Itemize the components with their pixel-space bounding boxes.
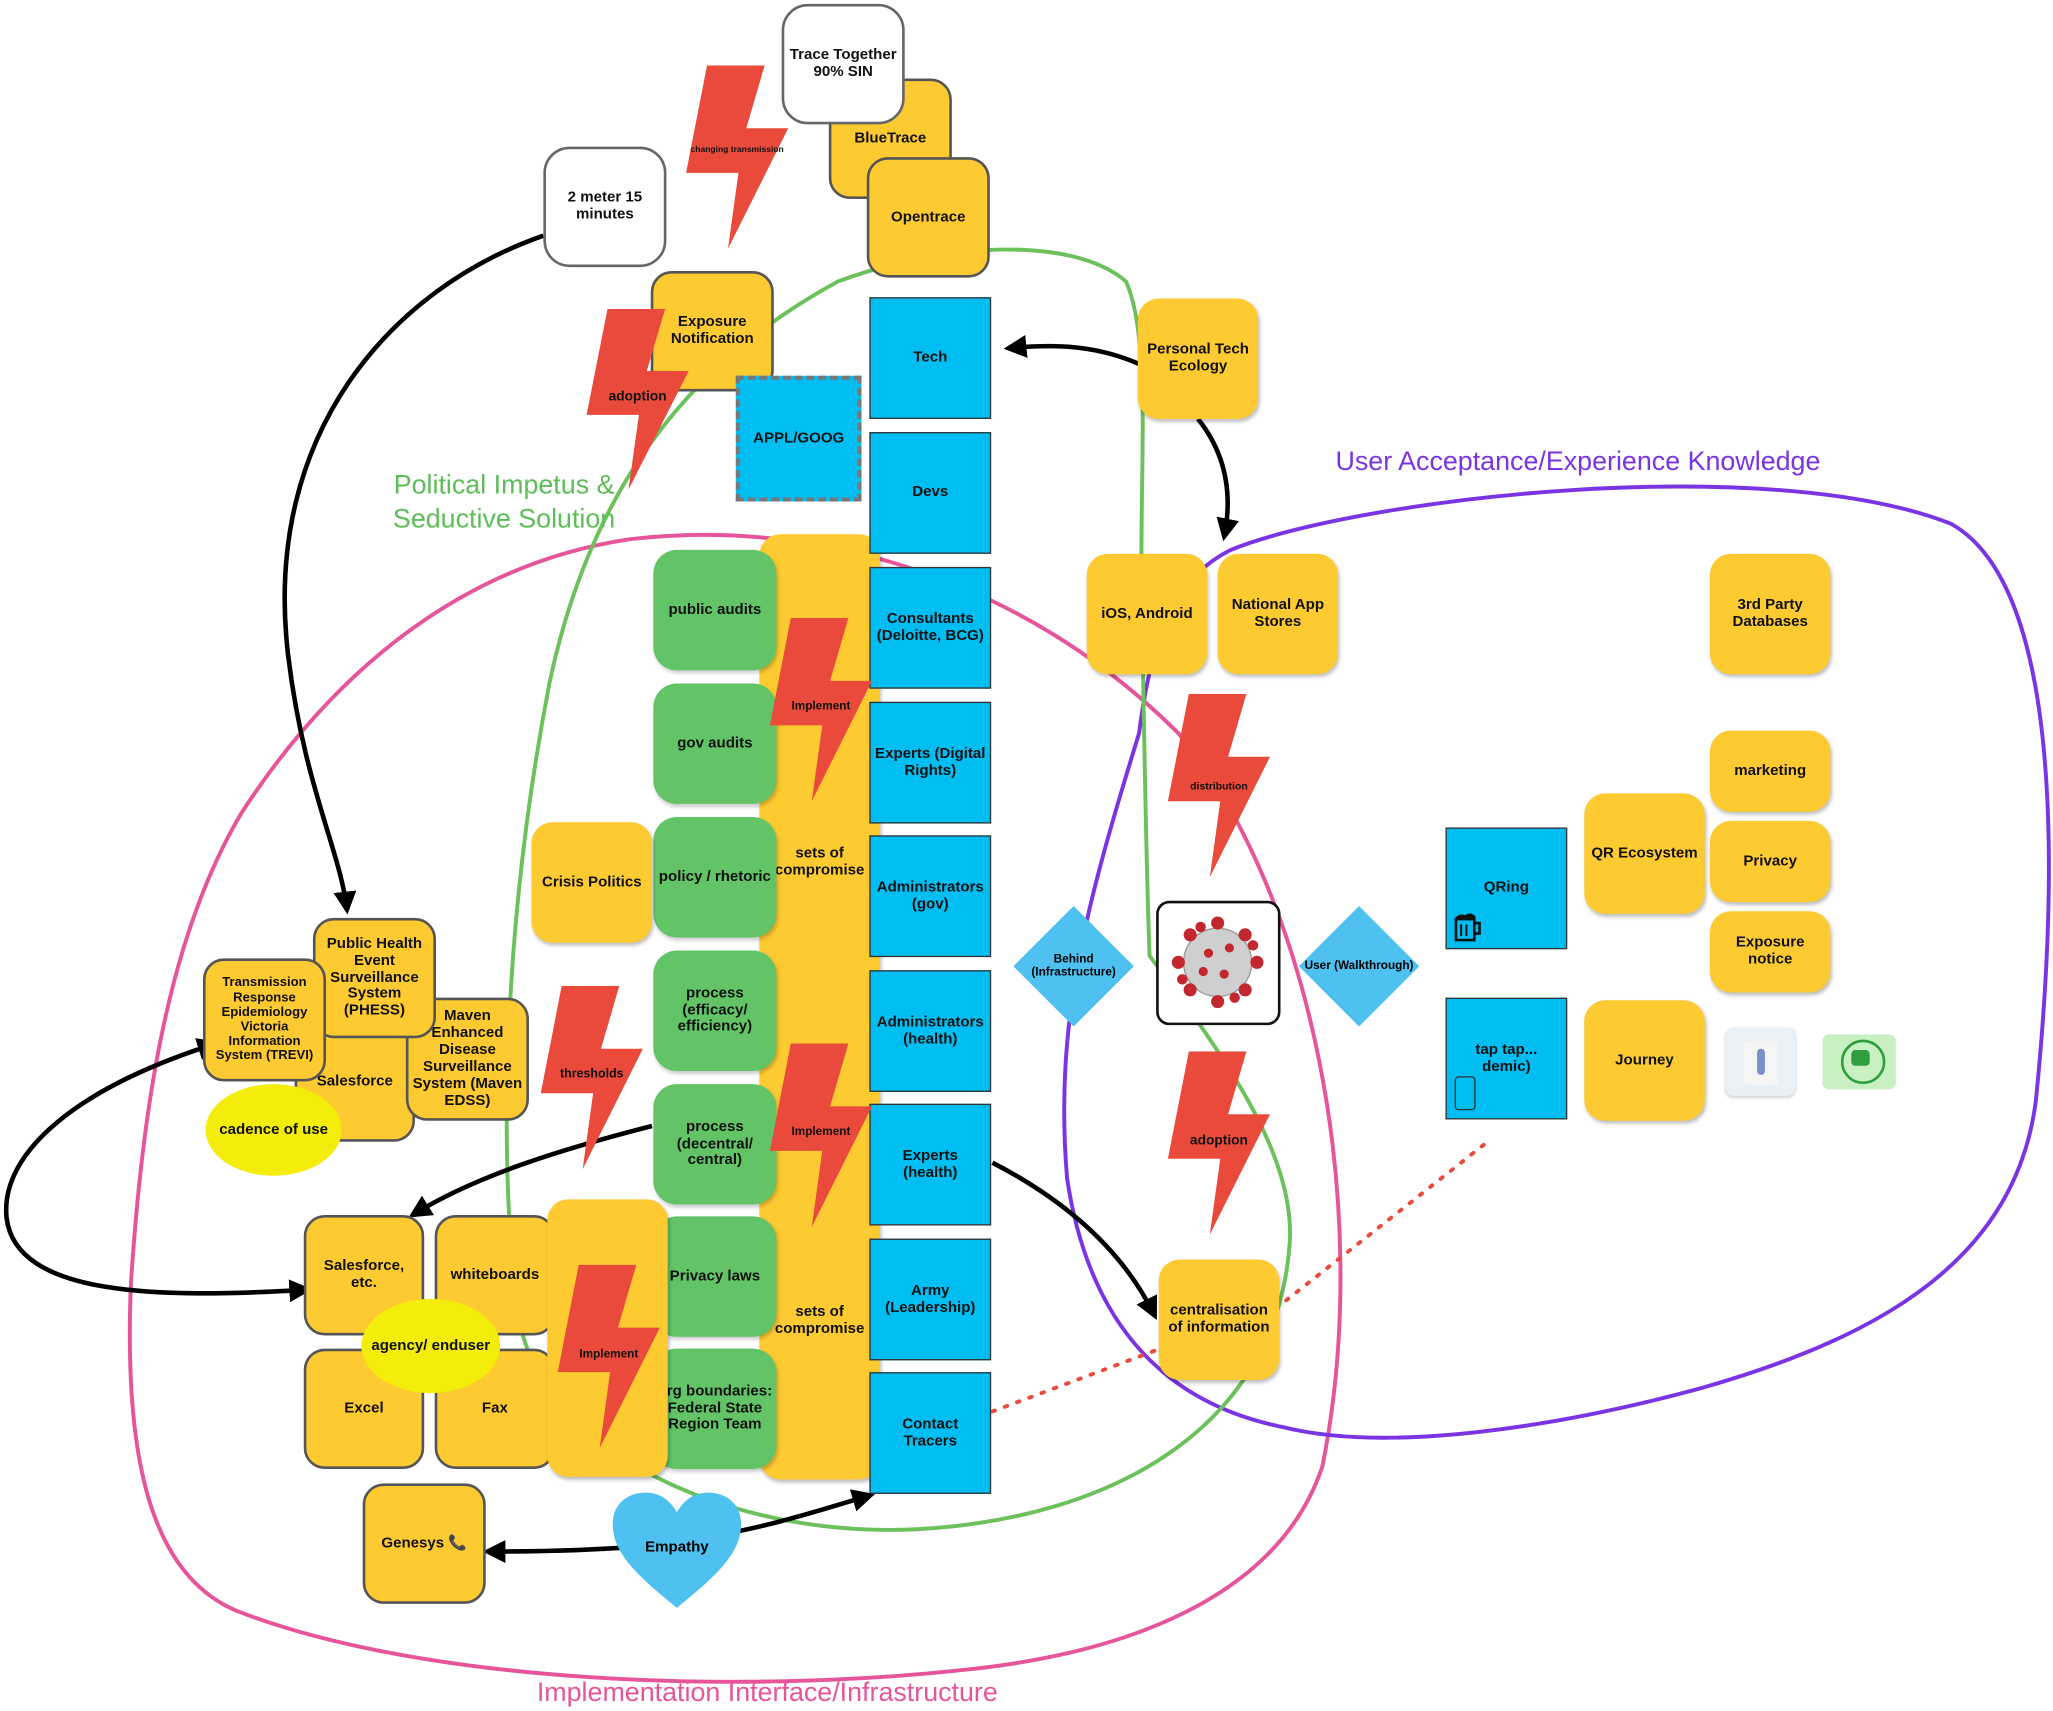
phone-icon — [1454, 1076, 1476, 1111]
trace-together-box[interactable]: Trace Together 90% SIN — [781, 3, 905, 125]
org-boundaries-box[interactable]: org boundaries: Federal State Region Tea… — [653, 1348, 777, 1470]
consultants-box[interactable]: Consultants (Deloitte, BCG) — [869, 566, 992, 689]
devs-box[interactable]: Devs — [869, 432, 992, 554]
bolt-changing-label: changing transmission — [690, 145, 784, 155]
administrators-gov-box[interactable]: Administrators (gov) — [869, 835, 992, 958]
personal-tech-ecology-sticky[interactable]: Personal Tech Ecology — [1137, 298, 1259, 419]
experts-health-box[interactable]: Experts (health) — [869, 1103, 992, 1226]
bolt-adoption-right-label: adoption — [1189, 1132, 1248, 1149]
sets-of-compromise-label-1: sets of compromise — [774, 845, 865, 879]
qring-label: QRing — [1483, 879, 1529, 896]
covidsafe-app-screenshot — [1725, 1027, 1796, 1096]
bolt-adoption-top: adoption — [586, 308, 689, 490]
appl-goog-box[interactable]: APPL/GOOG — [735, 375, 862, 502]
experts-digital-rights-box[interactable]: Experts (Digital Rights) — [869, 701, 992, 824]
political-region-title: Political Impetus & Seductive Solution — [392, 470, 616, 535]
centralisation-sticky[interactable]: centralisation of information — [1158, 1259, 1280, 1381]
genesys-sticky[interactable]: Genesys 📞 — [362, 1483, 486, 1604]
trevi-sticky[interactable]: Transmission Response Epidemiology Victo… — [202, 958, 327, 1082]
arrow-experts-to-centralisation — [991, 1160, 1158, 1320]
marketing-sticky[interactable]: marketing — [1709, 730, 1831, 812]
ios-android-sticky[interactable]: iOS, Android — [1086, 553, 1208, 675]
arrow-loop-left — [3, 1038, 313, 1303]
bolt-implement-2: Implement — [769, 1043, 872, 1227]
agency-enduser-lemon[interactable]: agency/ enduser — [361, 1298, 501, 1394]
process-efficacy-box[interactable]: process (efficacy/ efficiency) — [653, 950, 777, 1072]
qring-box[interactable]: QRing — [1445, 827, 1568, 950]
journey-sticky[interactable]: Journey — [1584, 1000, 1705, 1121]
administrators-health-box[interactable]: Administrators (health) — [869, 970, 992, 1092]
distance-time-box[interactable]: 2 meter 15 minutes — [543, 146, 667, 268]
bolt-implement-1-label: Implement — [791, 699, 851, 713]
army-leadership-box[interactable]: Army (Leadership) — [869, 1238, 992, 1361]
sets-of-compromise-label-2: sets of compromise — [774, 1304, 865, 1337]
public-audits-box[interactable]: public audits — [653, 549, 777, 671]
qr-ecosystem-sticky[interactable]: QR Ecosystem — [1584, 793, 1705, 914]
bolt-implement-3: Implement — [557, 1264, 660, 1449]
virus-image — [1156, 900, 1281, 1026]
user-walkthrough-diamond[interactable]: User (Walkthrough) — [1298, 906, 1420, 1027]
contact-tracers-box[interactable]: Contact Tracers — [869, 1372, 992, 1494]
political-region-outline — [504, 247, 1292, 1532]
privacy-laws-box[interactable]: Privacy laws — [653, 1216, 777, 1337]
empathy-label: Empathy — [645, 1539, 709, 1556]
arrow-ecology-to-ios — [1196, 417, 1240, 542]
bolt-adoption-top-label: adoption — [608, 388, 667, 405]
behind-infrastructure-diamond[interactable]: Behind (Infrastructure) — [1013, 906, 1134, 1027]
behind-infrastructure-label: Behind (Infrastructure) — [1031, 952, 1116, 979]
bolt-implement-2-label: Implement — [791, 1124, 851, 1138]
cadence-of-use-lemon[interactable]: cadence of use — [205, 1084, 342, 1176]
opentrace-sticky[interactable]: Opentrace — [866, 157, 990, 278]
bolt-changing-transmission: changing transmission — [686, 65, 789, 249]
privacy-sticky[interactable]: Privacy — [1709, 820, 1831, 903]
policy-rhetoric-box[interactable]: policy / rhetoric — [653, 817, 777, 938]
national-app-stores-sticky[interactable]: National App Stores — [1217, 553, 1339, 675]
process-decentral-box[interactable]: process (decentral/ central) — [653, 1084, 777, 1205]
bolt-adoption-right: adoption — [1167, 1051, 1271, 1235]
user-walkthrough-label: User (Walkthrough) — [1304, 958, 1414, 972]
covidsafe-logo — [1822, 1034, 1896, 1090]
crisis-politics-sticky[interactable]: Crisis Politics — [531, 822, 653, 943]
implementation-region-title: Implementation Interface/Infrastructure — [536, 1677, 998, 1708]
tech-box[interactable]: Tech — [869, 297, 992, 419]
exposure-notification-sticky[interactable]: Exposure Notification — [650, 271, 774, 392]
arrow-ecology-to-tech — [1003, 335, 1141, 367]
beer-icon — [1452, 909, 1486, 943]
bolt-implement-3-label: Implement — [579, 1347, 639, 1361]
exposure-notice-sticky[interactable]: Exposure notice — [1709, 911, 1831, 993]
bolt-distribution: distribution — [1167, 693, 1271, 878]
bolt-implement-1: Implement — [769, 617, 872, 802]
arrow-meter-to-phess — [282, 233, 545, 915]
third-party-databases-sticky[interactable]: 3rd Party Databases — [1709, 553, 1831, 675]
bolt-thresholds-label: thresholds — [560, 1067, 624, 1082]
dotted-link-tracers-qr — [990, 1141, 1489, 1414]
tap-tap-label: tap tap... demic) — [1475, 1041, 1538, 1075]
bolt-thresholds: thresholds — [540, 985, 643, 1170]
phess-sticky[interactable]: Public Health Event Surveillance System … — [312, 917, 436, 1039]
empathy-heart[interactable]: Empathy — [610, 1490, 744, 1610]
gov-audits-box[interactable]: gov audits — [653, 683, 777, 804]
bolt-distribution-label: distribution — [1190, 780, 1248, 793]
arrow-process-to-salesforce — [408, 1123, 653, 1218]
user-region-title: User Acceptance/Experience Knowledge — [1335, 446, 1821, 477]
tap-tap-demic-box[interactable]: tap tap... demic) — [1445, 997, 1568, 1120]
